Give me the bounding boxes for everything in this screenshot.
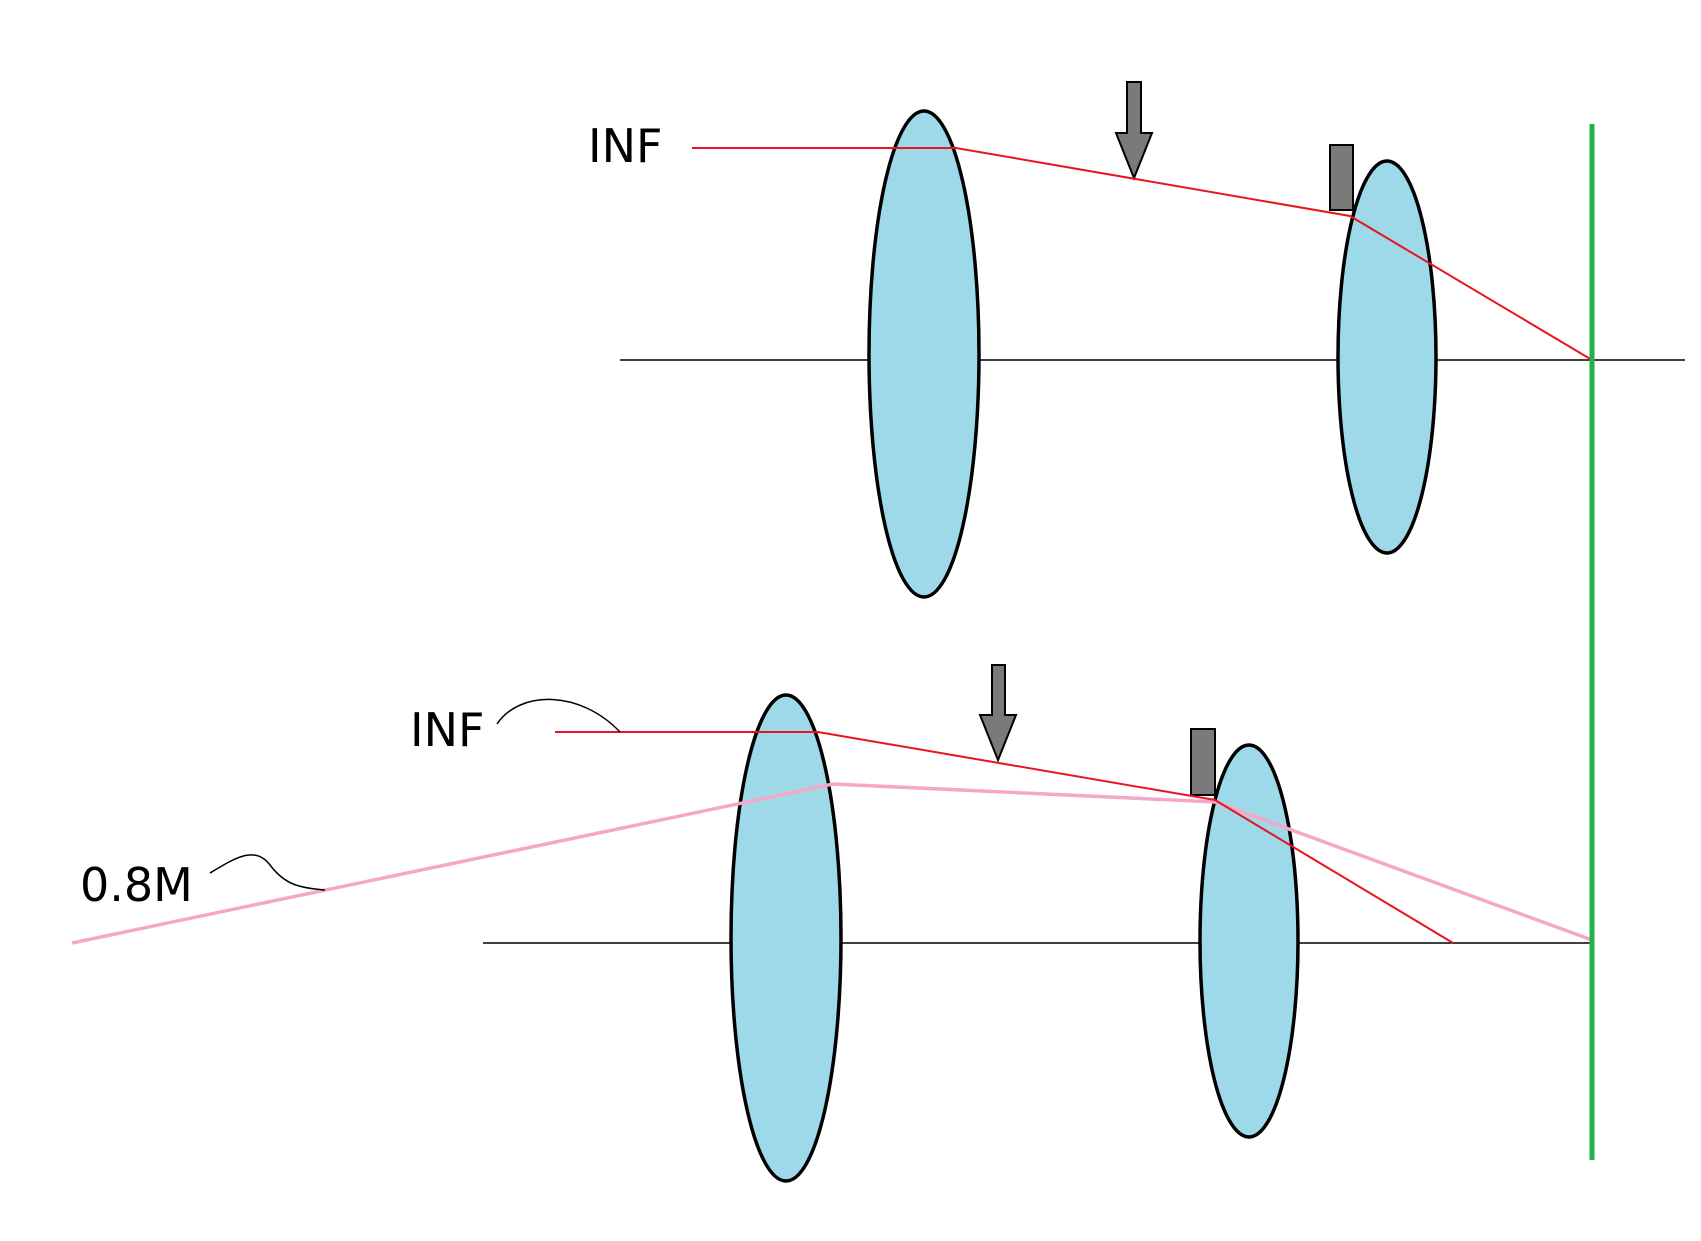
near-distance-label: 0.8M bbox=[80, 858, 193, 912]
top-rear-lens bbox=[1336, 159, 1438, 555]
near-leader-line bbox=[209, 854, 326, 891]
bottom-inf-label: INF bbox=[410, 703, 484, 757]
bottom-infinity-ray bbox=[555, 731, 1454, 944]
bottom-stop-marker bbox=[1190, 728, 1216, 796]
bottom-near-ray bbox=[71, 782, 1593, 945]
bottom-down-arrow-icon bbox=[978, 664, 1018, 763]
top-stop-marker bbox=[1329, 144, 1354, 211]
top-panel: INF bbox=[588, 81, 1685, 599]
top-inf-label: INF bbox=[588, 119, 662, 173]
bottom-panel: INF 0.8M bbox=[71, 664, 1593, 1183]
bottom-front-lens bbox=[729, 693, 843, 1183]
top-down-arrow-icon bbox=[1114, 81, 1154, 181]
bottom-rear-lens bbox=[1198, 743, 1300, 1139]
top-infinity-ray bbox=[692, 147, 1593, 361]
top-front-lens bbox=[867, 109, 981, 599]
bottom-inf-leader-line bbox=[496, 698, 621, 733]
